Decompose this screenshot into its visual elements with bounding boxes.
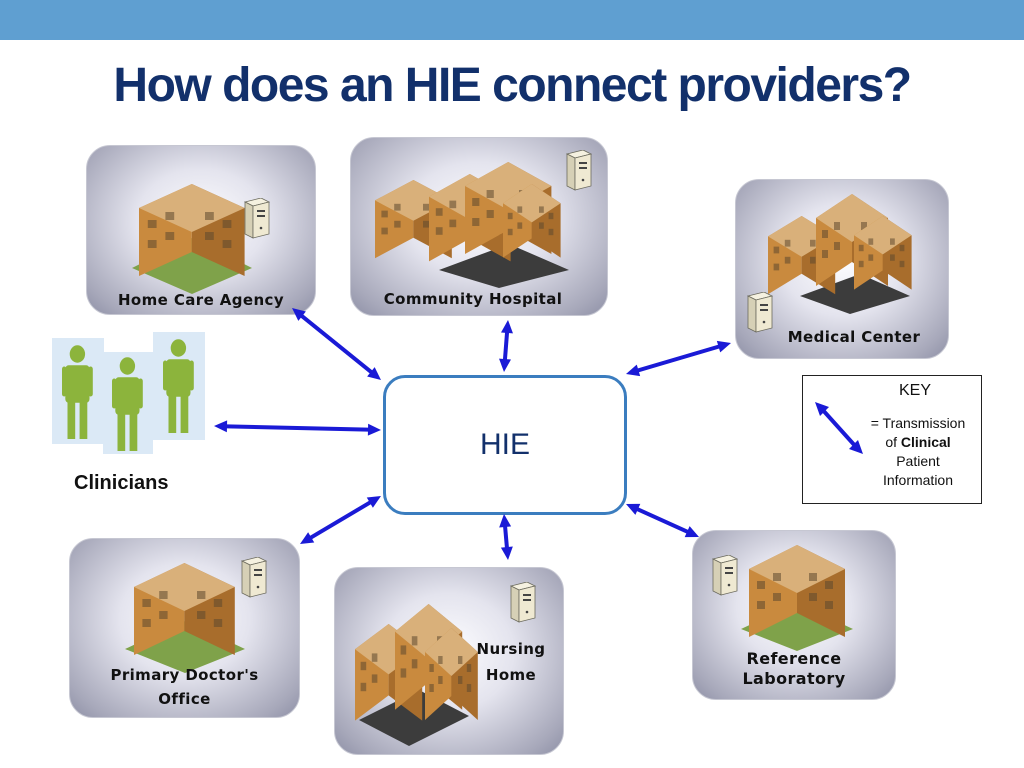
reference-lab-label-line2: Laboratory: [742, 669, 846, 688]
key-description: = Transmission of Clinical Patient Infor…: [853, 414, 983, 490]
key-title: KEY: [899, 382, 932, 399]
node-community-hospital: Community Hospital: [350, 137, 608, 316]
key-line-patient: Patient: [896, 453, 940, 469]
key-line-clinical: of Clinical: [853, 433, 983, 452]
key-line-information: Information: [882, 472, 954, 488]
building-icon: [741, 545, 853, 651]
arrow-reference-lab: [626, 503, 699, 538]
nursing-home-label-line1: Nursing: [476, 640, 546, 658]
home-care-label: Home Care Agency: [117, 291, 285, 309]
top-accent-bar: [0, 0, 1024, 40]
arrow-medical-center: [626, 340, 731, 377]
building-icon: [355, 604, 478, 746]
clinician-person-icon: [103, 352, 153, 454]
clinician-person-icon: [52, 338, 104, 444]
primary-doctor-label: Primary Doctor's Office: [70, 663, 299, 711]
arrow-primary-doctor: [300, 496, 381, 544]
node-reference-laboratory: Reference Laboratory: [692, 530, 896, 700]
medical-center-label: Medical Center: [787, 328, 921, 346]
building-icon: [375, 162, 569, 288]
hie-label: HIE: [479, 428, 530, 461]
primary-doctor-label-line2: Office: [158, 690, 211, 708]
key-line-transmission: = Transmission: [870, 415, 966, 431]
building-icon: [132, 184, 252, 294]
reference-lab-label: Reference Laboratory: [693, 649, 895, 689]
clinicians-label: Clinicians: [74, 472, 169, 494]
arrow-home-care: [292, 308, 381, 380]
hie-hub: HIE: [383, 375, 627, 515]
community-hospital-label: Community Hospital: [383, 290, 563, 308]
key-of: of: [885, 434, 901, 450]
clinician-person-icon: [153, 332, 205, 440]
node-medical-center: Medical Center: [735, 179, 949, 359]
building-icon: [125, 563, 245, 673]
arrow-clinicians: [214, 420, 381, 436]
reference-lab-label-line1: Reference: [746, 649, 842, 668]
primary-doctor-label-line1: Primary Doctor's: [110, 666, 259, 684]
key-arrow-icon: [815, 402, 863, 454]
nursing-home-label: Nursing Home: [471, 636, 551, 688]
legend-key: KEY = Transmission of Clinical Patient I…: [802, 375, 982, 504]
slide-title: How does an HIE connect providers?: [113, 59, 912, 112]
node-home-care-agency: Home Care Agency: [86, 145, 316, 315]
key-clinical: Clinical: [900, 434, 951, 450]
arrow-nursing-home: [499, 514, 513, 560]
building-icon: [768, 194, 912, 314]
node-primary-doctors-office: Primary Doctor's Office: [69, 538, 300, 718]
arrow-community-hospital: [499, 320, 513, 372]
node-nursing-home: Nursing Home: [334, 567, 564, 755]
nursing-home-label-line2: Home: [485, 666, 537, 684]
